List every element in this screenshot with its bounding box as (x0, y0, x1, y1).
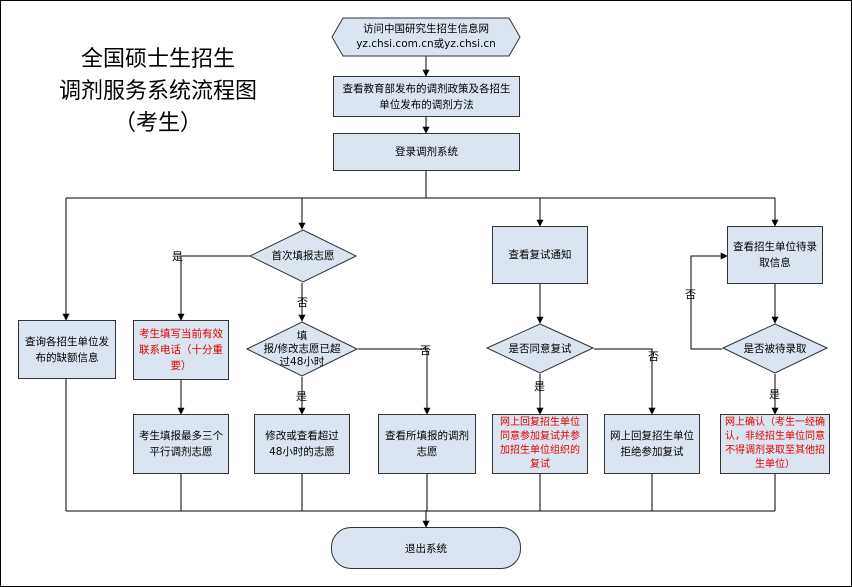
decision-modify-48h-shape (246, 321, 358, 377)
decision-agree-retest-shape (486, 323, 594, 374)
node-reply-agree: 网上回复招生单位同意参加复试并参加招生单位组织的复试 (492, 414, 588, 474)
decision-is-pending-label: 是否被待录取 (743, 342, 807, 355)
node-modify-over48: 修改或查看超过48小时的志愿 (254, 414, 350, 474)
node-view-vacancies: 查询各招生单位发布的缺额信息 (18, 320, 116, 379)
node-exit: 退出系统 (331, 527, 521, 569)
node-view-retest: 查看复试通知 (492, 226, 588, 284)
decision-modify-line-3: 过48小时 (279, 355, 325, 368)
node-visit-site: 访问中国研究生招生信息网 yz.chsi.com.cn或yz.chsi.cn (331, 17, 521, 57)
node-fill-three: 考生填报最多三个平行调剂志愿 (133, 414, 229, 474)
decision-modify-line-2: 报/修改志愿已超 (263, 342, 341, 355)
edge-pending-no (690, 252, 728, 350)
node-view-pending: 查看招生单位待录取信息 (727, 226, 823, 284)
edge-48-no (358, 348, 431, 415)
label-first-yes: 是 (172, 250, 183, 263)
title-line-3: （考生） (113, 111, 202, 136)
edge-agree-no (594, 348, 656, 415)
decision-first-fill-shape (249, 229, 357, 283)
decision-is-pending-shape (722, 323, 828, 374)
label-pending-no: 否 (685, 288, 696, 301)
title-line-1: 全国硕士生招生 (80, 47, 235, 72)
node-reply-refuse: 网上回复招生单位拒绝参加复试 (604, 414, 700, 474)
node-login: 登录调剂系统 (333, 133, 520, 171)
edge-first-yes (177, 255, 250, 321)
decision-is-pending: 是否被待录取 (722, 323, 828, 374)
node-view-filled: 查看所填报的调剂志愿 (378, 414, 476, 474)
diagram-title: 全国硕士生招生 调剂服务系统流程图 （考生） (38, 44, 278, 140)
visit-site-line-2: yz.chsi.com.cn或yz.chsi.cn (356, 38, 496, 50)
decision-first-fill-label: 首次填报志愿 (271, 250, 335, 262)
decision-agree-retest-label: 是否同意复试 (508, 342, 572, 355)
label-agree-no: 否 (648, 350, 659, 363)
label-48-no: 否 (420, 344, 431, 357)
visit-site-line-1: 访问中国研究生招生信息网 (363, 23, 489, 35)
label-48-yes: 是 (296, 390, 307, 403)
node-fill-phone: 考生填写当前有效联系电话（十分重要） (133, 320, 229, 380)
node-confirm-online: 网上确认（考生一经确认，非经招生单位同意不得调剂录取至其他招生单位） (720, 414, 830, 474)
decision-modify-line-1: 填 (296, 329, 308, 342)
node-view-policy: 查看教育部发布的调剂政策及各招生单位发布的调剂方法 (333, 76, 520, 117)
label-first-no: 否 (297, 296, 308, 309)
node-visit-site-shape (331, 17, 521, 57)
decision-agree-retest: 是否同意复试 (486, 323, 594, 374)
decision-first-fill: 首次填报志愿 (249, 229, 357, 283)
label-pending-yes: 是 (769, 388, 780, 401)
decision-modify-48h: 填 报/修改志愿已超 过48小时 (246, 321, 358, 377)
label-agree-yes: 是 (534, 380, 545, 393)
title-line-2: 调剂服务系统流程图 (58, 79, 257, 104)
